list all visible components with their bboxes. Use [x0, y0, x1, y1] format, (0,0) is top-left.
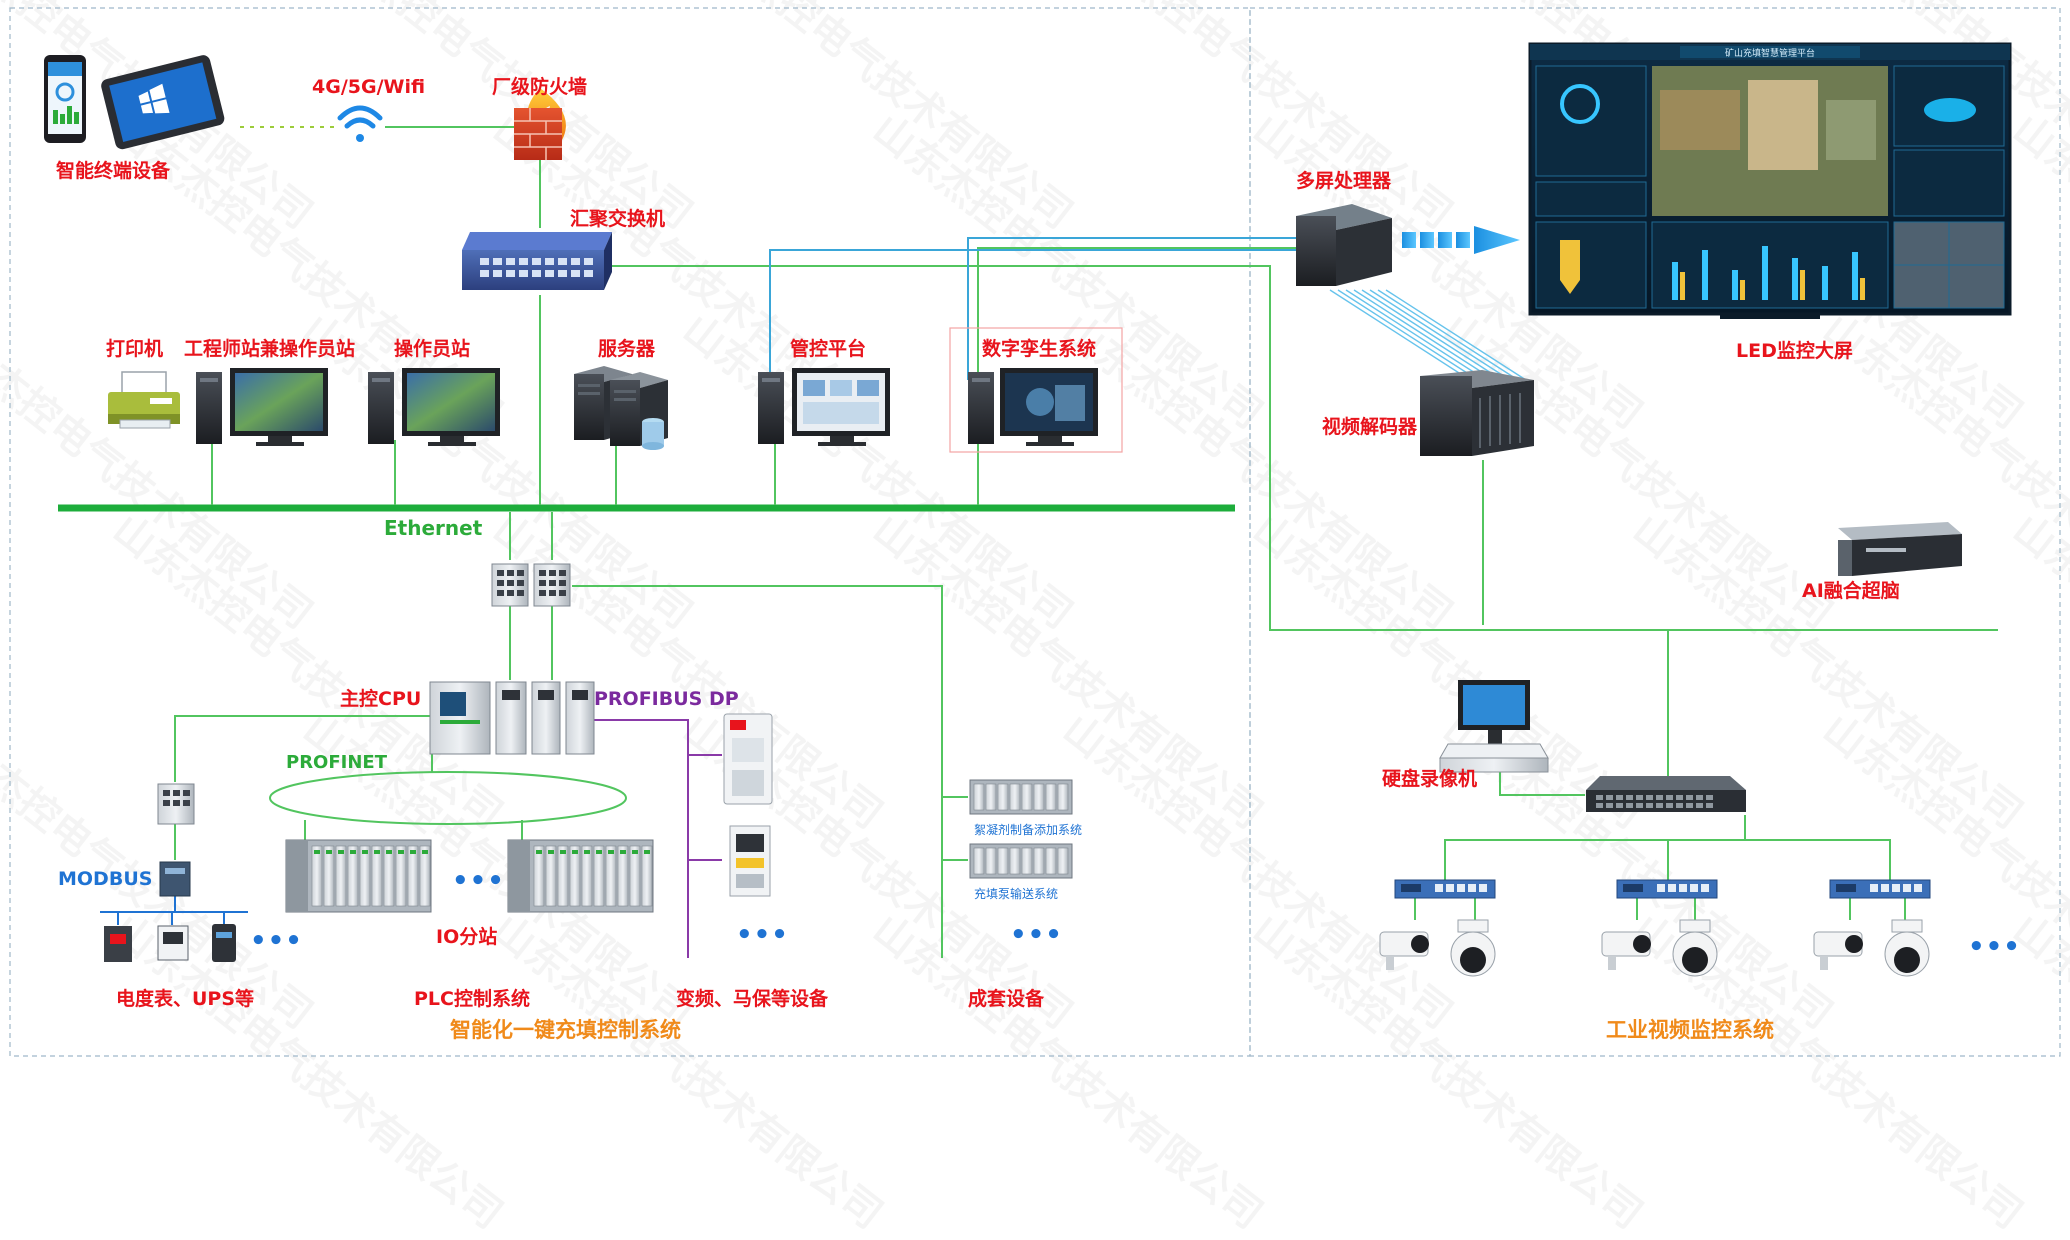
- io-station-label: IO分站: [436, 926, 498, 948]
- op-station-label: 操作员站: [394, 338, 471, 360]
- main-cpu-label: 主控CPU: [340, 688, 422, 710]
- profinet-ring: [269, 771, 627, 825]
- nvr-icon: [1439, 680, 1549, 773]
- network-lines: [58, 126, 1998, 958]
- server-icon: [574, 366, 668, 450]
- poe-switch-group: [1394, 879, 1931, 899]
- ai-brain-label: AI融合超脑: [1802, 580, 1900, 602]
- server-label: 服务器: [598, 338, 656, 360]
- wifi-icon: [337, 105, 383, 142]
- smart-terminal-label: 智能终端设备: [56, 160, 171, 182]
- agg-switch-label: 汇聚交换机: [570, 208, 666, 230]
- meter-icon: [157, 925, 189, 961]
- equipment-ellipsis: •••: [1010, 920, 1063, 950]
- operator-station-icon: [368, 368, 500, 446]
- io-station-1-icon: [285, 839, 432, 913]
- ethernet-label: Ethernet: [384, 516, 483, 540]
- tablet-icon: [101, 55, 225, 150]
- control-platform-label: 管控平台: [790, 338, 867, 360]
- panel-borders: [9, 7, 2061, 1057]
- flocculant-system-label: 絮凝剂制备添加系统: [974, 823, 1083, 837]
- led-screen-label: LED监控大屏: [1736, 340, 1853, 362]
- phone-icon: [44, 55, 86, 143]
- complete-equipment-label: 成套设备: [968, 988, 1045, 1010]
- industrial-switch-icon: [491, 563, 571, 607]
- ups-icon: [212, 924, 236, 962]
- digital-twin-icon: [968, 368, 1098, 446]
- profinet-label: PROFINET: [286, 752, 387, 773]
- modbus-label: MODBUS: [58, 868, 153, 890]
- ai-brain-icon: [1838, 522, 1962, 576]
- wireless-label: 4G/5G/Wifi: [312, 76, 426, 98]
- display-arrow-icon: [1402, 226, 1520, 254]
- camera-ellipsis: •••: [1968, 932, 2021, 962]
- multi-screen-processor-icon: [1296, 204, 1392, 286]
- pump-module-icon: [969, 843, 1073, 879]
- io-station-2-icon: [507, 839, 654, 913]
- modbus-switch-icon: [157, 783, 195, 825]
- led-screen-icon: 矿山充填智慧管理平台: [1528, 42, 2012, 319]
- printer-label: 打印机: [106, 338, 164, 360]
- modbus-gateway-icon: [159, 861, 191, 897]
- left-system-title: 智能化一键充填控制系统: [450, 1018, 681, 1042]
- nvr-label: 硬盘录像机: [1382, 768, 1478, 790]
- video-decoder-icon: [1420, 370, 1534, 456]
- eng-station-label: 工程师站兼操作员站: [184, 338, 356, 360]
- main-cpu-icon: [429, 681, 595, 755]
- plc-system-label: PLC控制系统: [414, 988, 530, 1010]
- motor-protector-icon: [729, 825, 771, 897]
- surveillance-switch-icon: [1586, 776, 1746, 812]
- diagram-canvas: 矿山充填智慧管理平台: [9, 7, 2061, 1057]
- control-platform-icon: [758, 368, 890, 446]
- engineer-station-icon: [196, 368, 328, 446]
- printer-icon: [108, 371, 180, 429]
- profibus-label: PROFIBUS DP: [594, 688, 739, 710]
- firewall-icon: [514, 88, 566, 160]
- breaker-icon: [104, 926, 132, 962]
- flocculant-module-icon: [969, 779, 1073, 815]
- camera-group: [1379, 919, 1930, 977]
- meters-label: 电度表、UPS等: [116, 988, 255, 1010]
- right-system-title: 工业视频监控系统: [1606, 1018, 1774, 1042]
- firewall-label: 厂级防火墙: [492, 76, 588, 98]
- multi-screen-label: 多屏处理器: [1296, 170, 1392, 192]
- led-screen-title: 矿山充填智慧管理平台: [1725, 47, 1815, 59]
- meters-ellipsis: •••: [250, 926, 303, 956]
- aggregation-switch-icon: [462, 232, 612, 290]
- vfd-label: 变频、马保等设备: [676, 988, 829, 1010]
- io-ellipsis: •••: [452, 866, 505, 896]
- digital-twin-label: 数字孪生系统: [982, 338, 1097, 360]
- vfd-icon: [723, 713, 773, 805]
- pump-system-label: 充填泵输送系统: [974, 887, 1059, 901]
- vfd-ellipsis: •••: [736, 920, 789, 950]
- digital-twin-highlight: [949, 327, 1123, 453]
- video-decoder-label: 视频解码器: [1322, 416, 1418, 438]
